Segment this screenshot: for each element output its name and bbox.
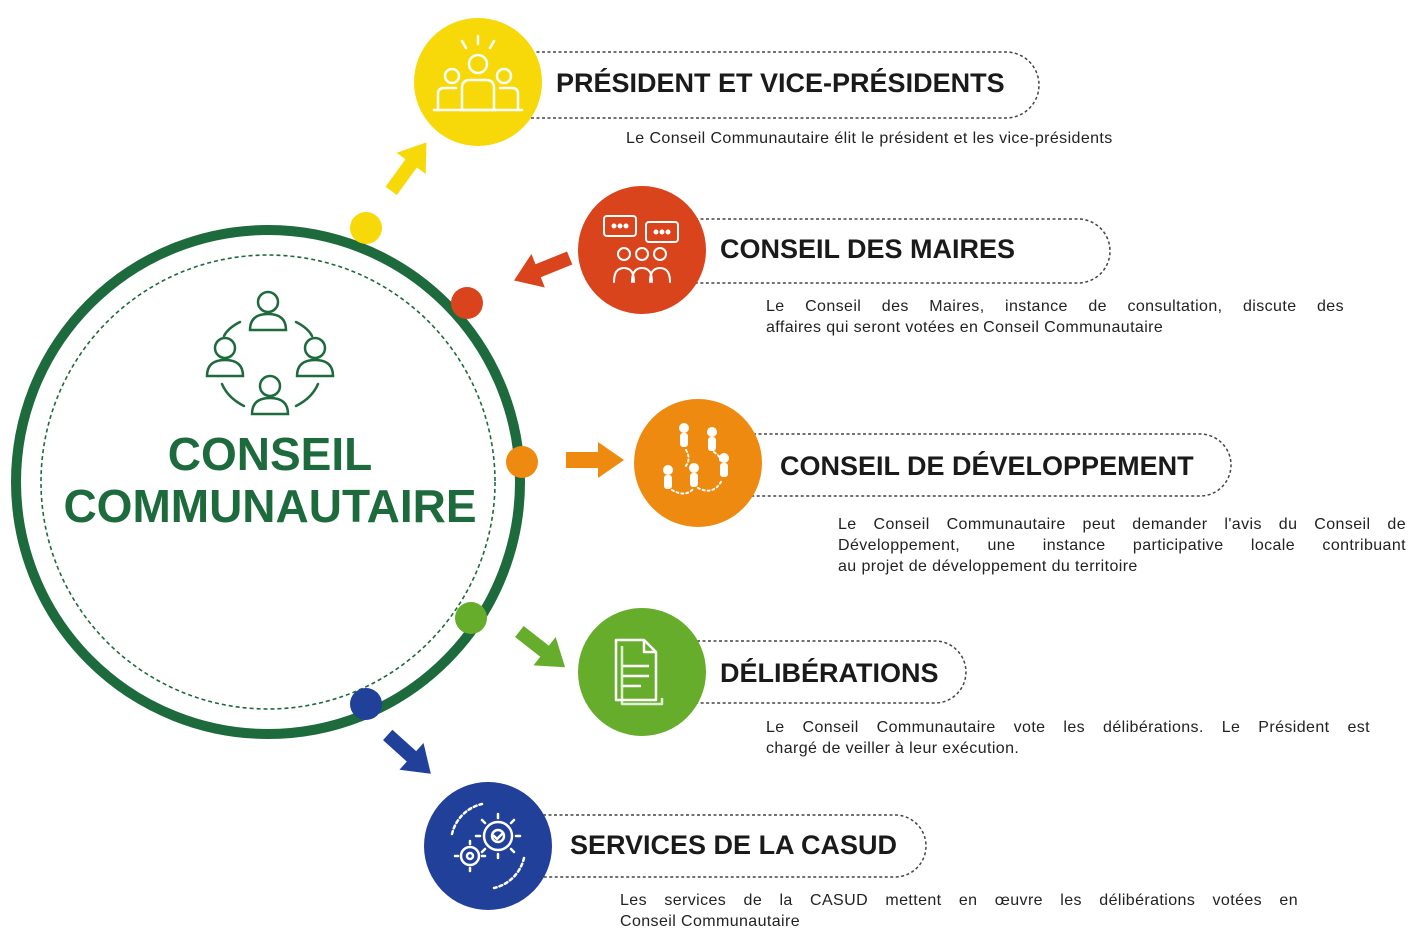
node-developpement: CONSEIL DE DÉVELOPPEMENT <box>634 399 1232 527</box>
developpement-description-line: Le Conseil Communautaire peut demander l… <box>838 516 1406 533</box>
maires-connector-dot <box>451 287 483 319</box>
leader-group-icon <box>432 34 524 112</box>
deliberations-description-line: Le Conseil Communautaire vote les délibé… <box>766 719 1370 736</box>
outer-ring <box>11 225 525 739</box>
services-connector-dot <box>350 688 382 720</box>
deliberations-icon-circle <box>578 608 706 736</box>
services-arrow <box>383 729 431 774</box>
people-path-icon <box>663 423 729 495</box>
president-icon-circle <box>414 18 542 146</box>
maires-icon-circle <box>578 186 706 314</box>
deliberations-arrow <box>515 626 566 668</box>
developpement-description-line: Développement, une instance participativ… <box>838 537 1406 554</box>
developpement-title: CONSEIL DE DÉVELOPPEMENT <box>780 450 1194 481</box>
deliberations-connector-dot <box>455 602 487 634</box>
node-services: SERVICES DE LA CASUD <box>424 782 927 910</box>
services-description: Les services de la CASUD mettent en œuvr… <box>620 890 1298 932</box>
developpement-description-line: au projet de développement du territoire <box>838 558 1138 575</box>
maires-description-line: Le Conseil des Maires, instance de consu… <box>766 298 1344 315</box>
inner-dashed-ring <box>40 254 496 710</box>
node-maires: CONSEIL DES MAIRES <box>578 186 1111 314</box>
deliberations-title-pill <box>642 640 967 704</box>
people-network-icon <box>205 290 335 416</box>
president-description: Le Conseil Communautaire élit le préside… <box>626 128 1113 149</box>
developpement-icon-circle <box>634 399 762 527</box>
center-title-line1: CONSEIL <box>168 428 372 480</box>
president-description-line: Le Conseil Communautaire élit le préside… <box>626 130 1113 147</box>
services-title: SERVICES DE LA CASUD <box>570 830 897 860</box>
maires-description: Le Conseil des Maires, instance de consu… <box>766 296 1344 338</box>
node-deliberations: DÉLIBÉRATIONS <box>578 608 967 736</box>
president-title-pill <box>476 51 1040 119</box>
maires-title: CONSEIL DES MAIRES <box>720 234 1015 264</box>
center-title-line2: COMMUNAUTAIRE <box>63 480 476 532</box>
developpement-title-pill <box>698 433 1232 497</box>
deliberations-description-line: chargé de veiller à leur exécution. <box>766 740 1020 757</box>
president-title: PRÉSIDENT ET VICE-PRÉSIDENTS <box>556 67 1005 98</box>
central-circle <box>11 225 525 739</box>
president-arrow <box>385 142 427 196</box>
developpement-description: Le Conseil Communautaire peut demander l… <box>838 514 1406 577</box>
node-president: PRÉSIDENT ET VICE-PRÉSIDENTS <box>414 18 1040 146</box>
developpement-arrow <box>566 442 624 478</box>
gears-icon <box>450 802 526 890</box>
maires-description-line: affaires qui seront votées en Conseil Co… <box>766 319 1164 336</box>
discussion-group-icon <box>603 215 679 283</box>
president-connector-dot <box>350 212 382 244</box>
services-description-line: Les services de la CASUD mettent en œuvr… <box>620 892 1298 909</box>
document-icon <box>614 638 664 706</box>
deliberations-title: DÉLIBÉRATIONS <box>720 657 939 688</box>
developpement-connector-dot <box>506 446 538 478</box>
services-description-line: Conseil Communautaire <box>620 913 801 930</box>
deliberations-description: Le Conseil Communautaire vote les délibé… <box>766 717 1370 759</box>
maires-arrow <box>514 251 573 288</box>
